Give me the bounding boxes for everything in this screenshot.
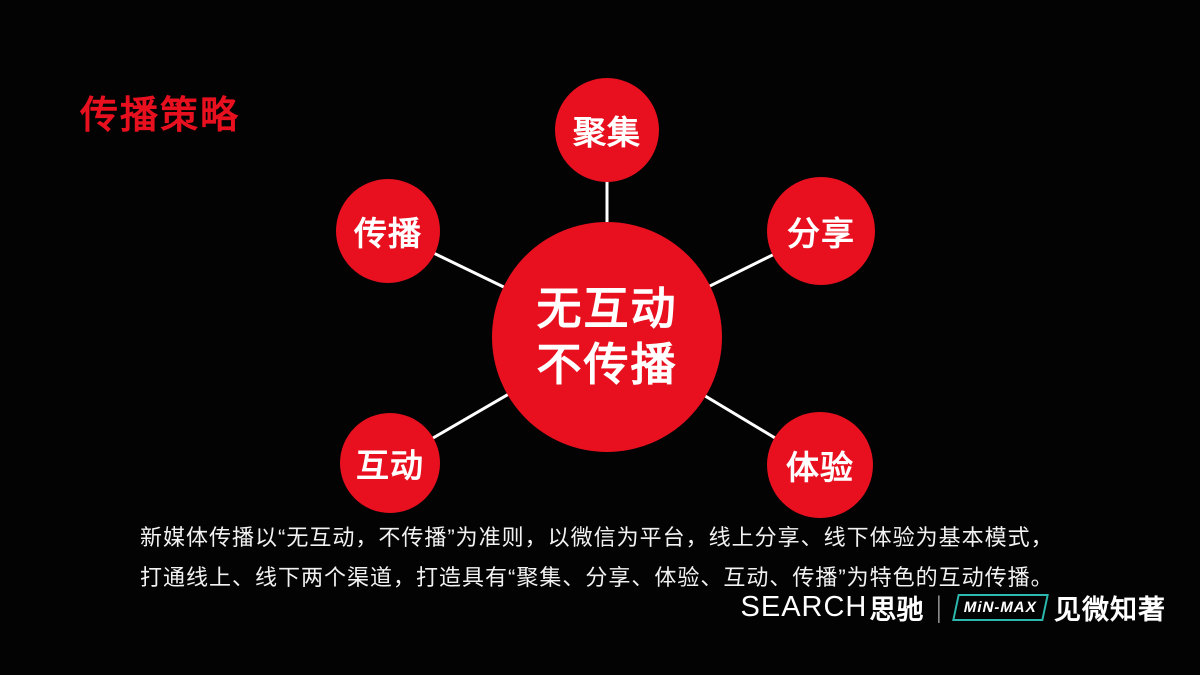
satellite-label-experience: 体验 xyxy=(786,449,854,486)
footer-logo: SEARCH 思驰 | MiN-MAX 见微知著 xyxy=(741,588,1166,627)
satellite-circle-spread: 传播 xyxy=(336,179,440,283)
hub-circle: 无互动 不传播 xyxy=(492,222,722,452)
brand-sichi-logo: 思驰 xyxy=(869,595,924,625)
description-line-1: 新媒体传播以“无互动，不传播”为准则，以微信为平台，线上分享、线下体验为基本模式… xyxy=(140,525,1054,550)
satellite-label-interact: 互动 xyxy=(356,447,424,484)
hub-label-line1: 无互动 xyxy=(536,282,678,334)
brand-search-logo: SEARCH xyxy=(740,591,868,623)
description-line-2: 打通线上、线下两个渠道，打造具有“聚集、分享、体验、互动、传播”为特色的互动传播… xyxy=(140,565,1054,590)
satellite-label-share: 分享 xyxy=(787,215,855,252)
description-text: 新媒体传播以“无互动，不传播”为准则，以微信为平台，线上分享、线下体验为基本模式… xyxy=(140,518,1054,598)
brand-tagline: 见微知著 xyxy=(1054,595,1166,625)
hub-label-line2: 不传播 xyxy=(536,339,678,390)
satellite-circle-share: 分享 xyxy=(767,177,875,285)
footer-separator: | xyxy=(936,590,942,624)
satellite-circle-interact: 互动 xyxy=(340,413,440,513)
satellite-label-spread: 传播 xyxy=(354,215,422,252)
page-title: 传播策略 xyxy=(80,95,241,137)
satellite-circle-gather: 聚集 xyxy=(555,78,659,182)
satellite-circle-experience: 体验 xyxy=(767,412,873,518)
satellite-label-gather: 聚集 xyxy=(573,114,641,151)
